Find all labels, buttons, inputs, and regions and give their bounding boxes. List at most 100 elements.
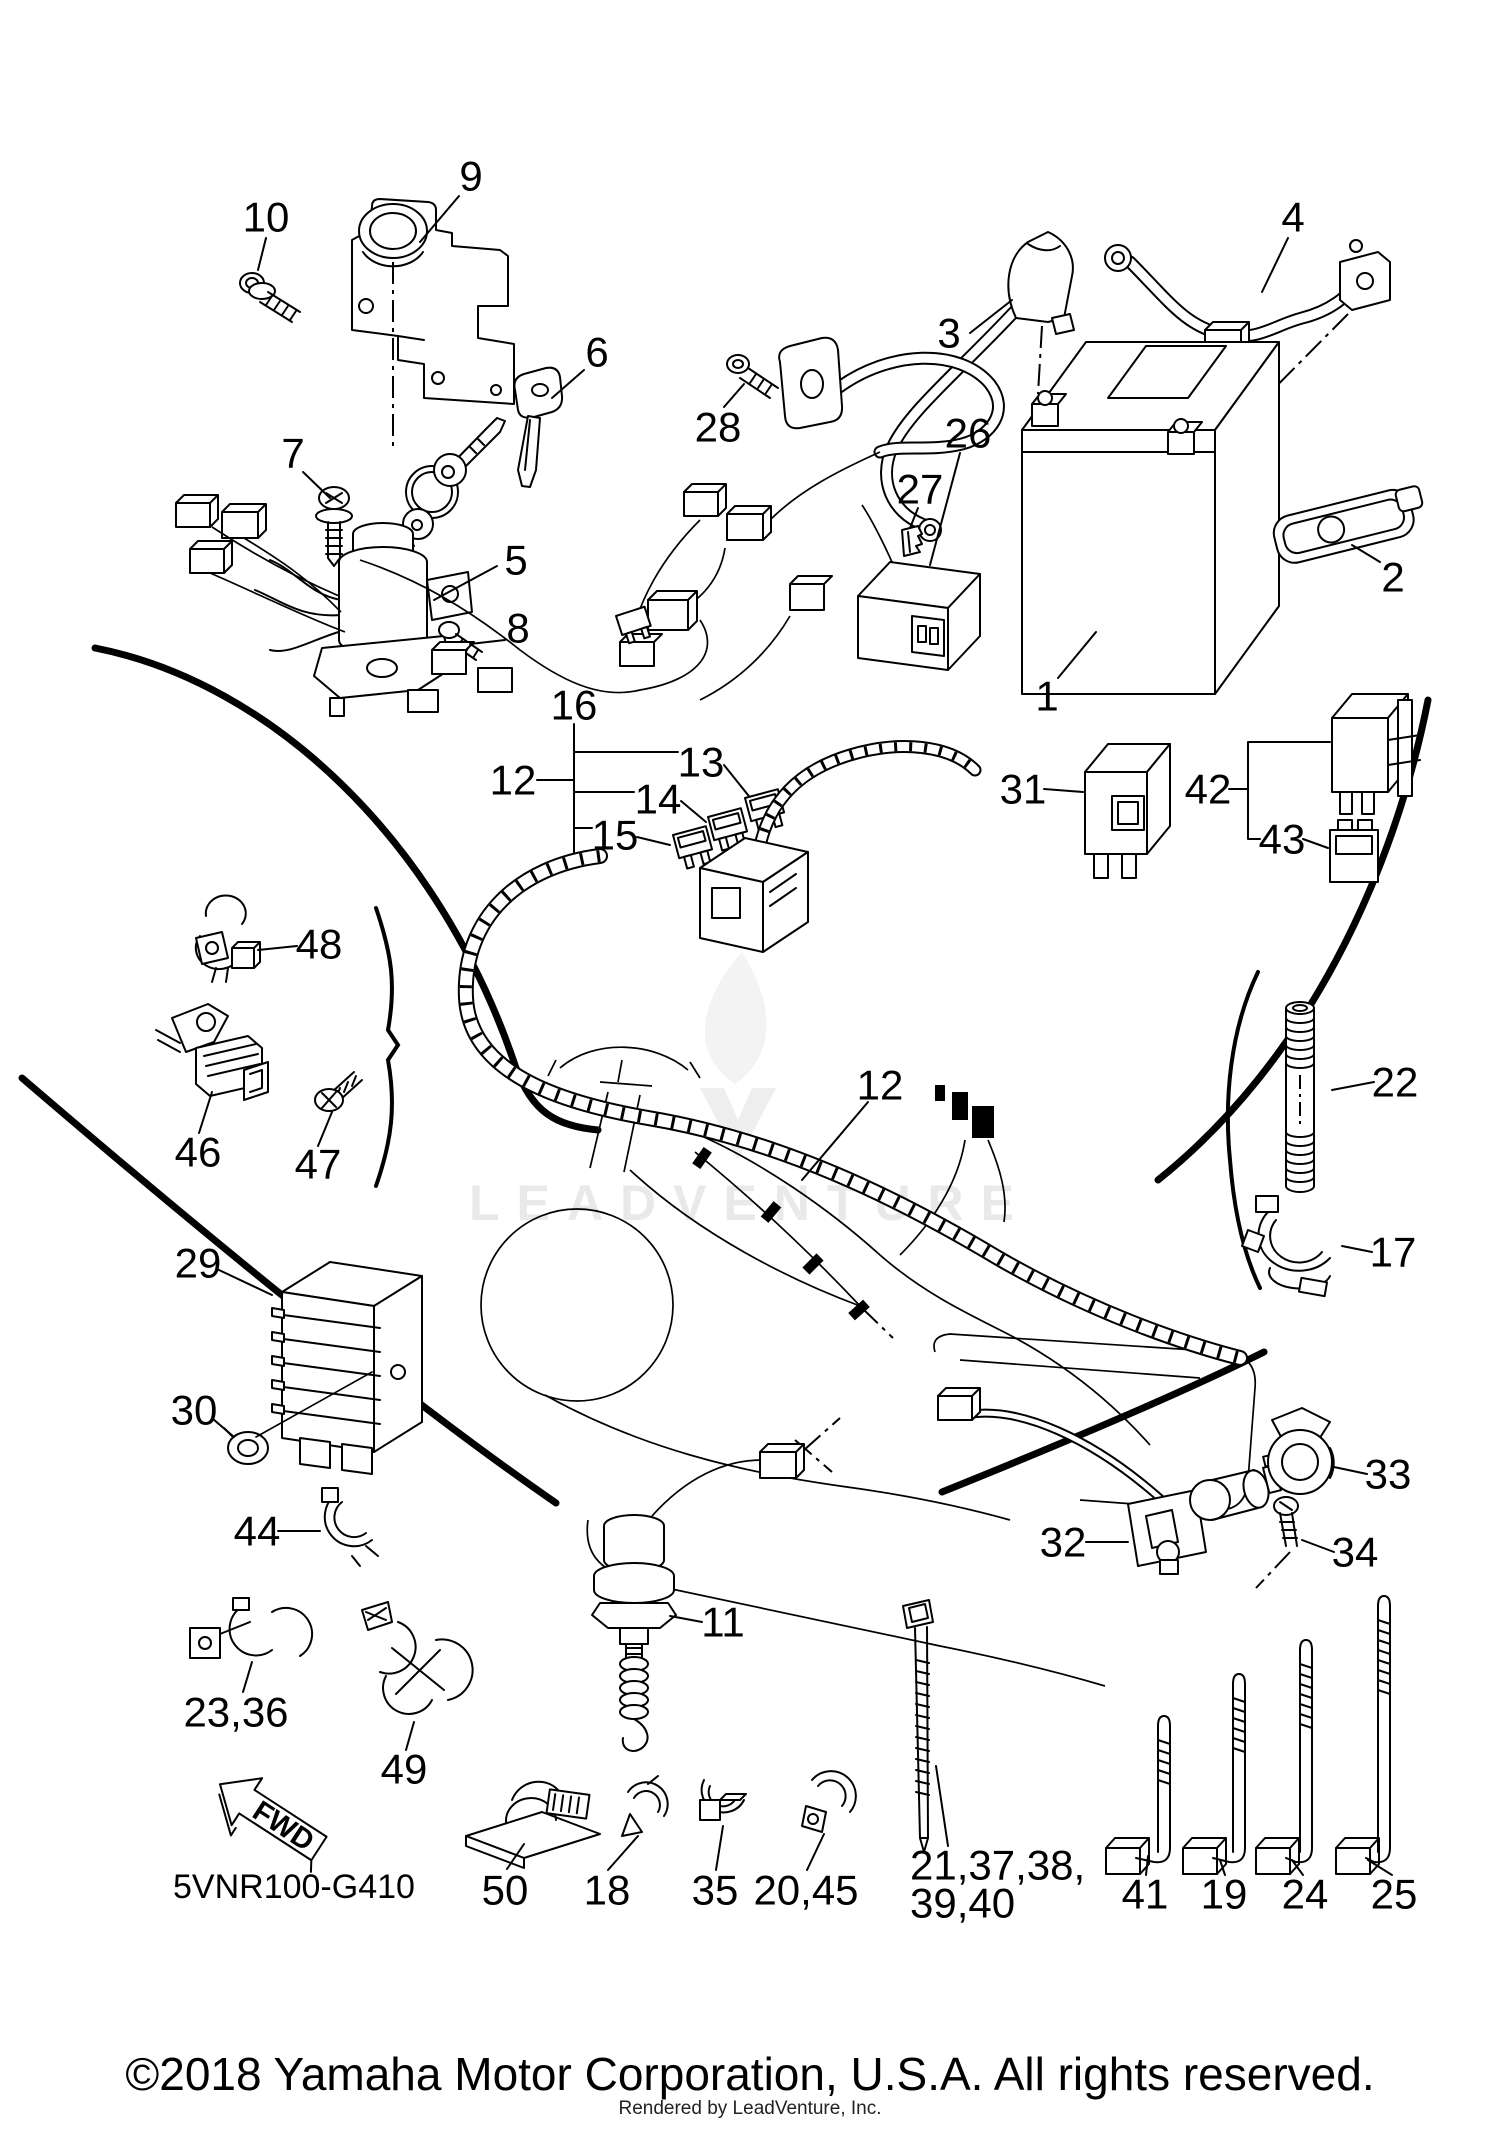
copyright-text: ©2018 Yamaha Motor Corporation, U.S.A. A… <box>125 2048 1374 2100</box>
part-47-screw <box>314 1071 363 1112</box>
part-1-battery <box>1021 341 1280 695</box>
part-30-grommet <box>223 1427 269 1465</box>
callout-33: 33 <box>1365 1451 1412 1498</box>
part-41-strap <box>1105 1715 1171 1875</box>
part-23-36-clamp <box>189 1597 314 1659</box>
callout-2: 2 <box>1381 554 1404 601</box>
callout-27: 27 <box>897 466 944 513</box>
callout-12: 12 <box>490 757 537 804</box>
callout-50: 50 <box>482 1867 529 1914</box>
callout-46: 46 <box>175 1129 222 1176</box>
callout-5: 5 <box>504 537 527 584</box>
callout-18: 18 <box>584 1867 631 1914</box>
callout-14: 14 <box>635 776 682 823</box>
part-18-clip <box>621 1775 669 1837</box>
part-43-fuse <box>1329 819 1379 883</box>
callout-30: 30 <box>171 1387 218 1434</box>
part-33-cover <box>1267 1407 1335 1495</box>
callout-24: 24 <box>1282 1871 1329 1918</box>
callout-4: 4 <box>1281 194 1304 241</box>
key-ring-and-keys <box>387 417 506 567</box>
callout-10: 10 <box>243 194 290 241</box>
callout-19: 19 <box>1201 1871 1248 1918</box>
callout-6: 6 <box>585 329 608 376</box>
callout-16: 16 <box>551 682 598 729</box>
rendered-by-text: Rendered by LeadVenture, Inc. <box>618 2098 881 2119</box>
ignition-connectors <box>175 494 346 633</box>
part-6-key <box>513 366 564 488</box>
part-42-relay-assy <box>1331 693 1421 815</box>
part-code: 5VNR100-G410 <box>173 1868 415 1906</box>
harness-connectors <box>359 483 833 713</box>
part-2-band <box>1272 485 1424 564</box>
callout-20-45: 20,45 <box>753 1867 858 1914</box>
part-20-45-clamp <box>801 1770 857 1833</box>
callout-8: 8 <box>506 605 529 652</box>
callout-32: 32 <box>1040 1519 1087 1566</box>
part-5-ignition-switch <box>254 522 473 717</box>
callout-34: 34 <box>1332 1529 1379 1576</box>
part-50-clamp <box>465 1780 601 1869</box>
callout-3: 3 <box>937 310 960 357</box>
callout-12: 12 <box>857 1062 904 1109</box>
group-pointer-curves <box>18 644 1432 1507</box>
watermark-v-icon <box>700 1088 776 1160</box>
callout-48: 48 <box>296 921 343 968</box>
part-32-switch <box>937 1387 1288 1575</box>
part-27-fuse-link <box>901 525 923 557</box>
part-12-harness-route <box>692 1085 1006 1321</box>
part-24-strap <box>1255 1639 1313 1875</box>
callout-25: 25 <box>1371 1871 1418 1918</box>
callout-47: 47 <box>295 1141 342 1188</box>
bracket-42-43 <box>1228 741 1331 840</box>
part-29-rectifier <box>271 1261 423 1475</box>
part-17-clamp <box>1241 1195 1331 1298</box>
callout-17: 17 <box>1370 1229 1417 1276</box>
part-19-strap <box>1182 1673 1246 1875</box>
part-26-starter-relay <box>857 504 981 671</box>
part-22-stud <box>1285 1001 1315 1193</box>
part-21-cable-tie <box>902 1599 934 1853</box>
callout-39-40: 39,40 <box>910 1880 1015 1927</box>
part-46-sensor <box>155 1003 269 1101</box>
callout-31: 31 <box>1000 766 1047 813</box>
watermark-flame-icon <box>704 952 767 1084</box>
motorcycle-outline <box>480 1046 1257 1687</box>
fuse-callout-bracket <box>536 723 753 863</box>
callout-42: 42 <box>1185 766 1232 813</box>
part-28-bolt <box>726 354 779 399</box>
callout-35: 35 <box>692 1867 739 1914</box>
callout-41: 41 <box>1122 1871 1169 1918</box>
callout-21-37-38-: 21,37,38, <box>910 1842 1085 1889</box>
part-44-clamp <box>321 1487 379 1567</box>
callout-11: 11 <box>701 1599 745 1646</box>
part-48-clamp <box>194 894 261 983</box>
part-31-relay <box>1084 743 1171 879</box>
leader-lines <box>198 195 1393 1876</box>
callout-43: 43 <box>1259 816 1306 863</box>
callout-9: 9 <box>459 153 482 200</box>
part-49-clamp <box>361 1601 474 1715</box>
callout-29: 29 <box>175 1240 222 1287</box>
callout-1: 1 <box>1035 673 1058 720</box>
part-7-screw <box>315 486 353 567</box>
callout-23-36: 23,36 <box>183 1689 288 1736</box>
callout-49: 49 <box>381 1746 428 1793</box>
callout-28: 28 <box>695 404 742 451</box>
part-34-screw <box>1255 1496 1299 1589</box>
part-11-neutral-switch <box>591 1417 841 1752</box>
callout-44: 44 <box>234 1508 281 1555</box>
callout-7: 7 <box>281 430 304 477</box>
callout-13: 13 <box>678 739 725 786</box>
part-25-strap <box>1335 1595 1391 1875</box>
part-35-clamp <box>699 1779 747 1821</box>
harness-wrap <box>457 740 1248 1366</box>
part-10-bolt <box>239 272 301 323</box>
callout-26: 26 <box>945 410 992 457</box>
callout-22: 22 <box>1372 1059 1419 1106</box>
callout-15: 15 <box>592 812 639 859</box>
fuse-box <box>699 837 809 953</box>
part-9-bracket <box>351 198 515 452</box>
